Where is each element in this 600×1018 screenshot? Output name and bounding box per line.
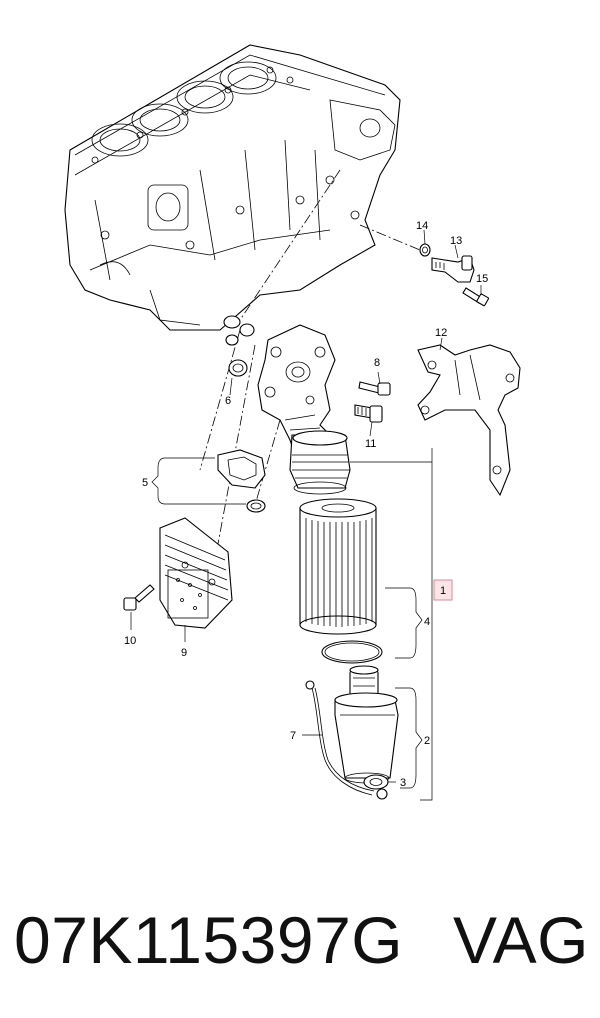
oil-filter-assembly-diagram: 1 2 3 4 5 6 7 8 9 10 11 12 13 14 15 xyxy=(64,44,521,801)
filter-cap-2 xyxy=(334,665,399,784)
seal-3 xyxy=(363,774,389,790)
part-caption: 07K115397G VAG xyxy=(14,895,589,985)
callout-4: 4 xyxy=(424,616,430,628)
callout-13: 13 xyxy=(450,235,462,247)
callout-1: 1 xyxy=(440,585,446,597)
callout-14: 14 xyxy=(416,220,428,232)
o-ring-14 xyxy=(419,243,431,257)
filter-element xyxy=(299,498,377,635)
drain-tube-7 xyxy=(305,680,388,800)
gasket-5 xyxy=(217,449,266,513)
oil-level-sensor-13 xyxy=(431,255,475,283)
bolt-10 xyxy=(123,584,155,611)
brand-name: VAG xyxy=(453,903,589,977)
callout-3: 3 xyxy=(400,777,406,789)
callout-15: 15 xyxy=(476,273,488,285)
callout-5: 5 xyxy=(142,477,148,489)
callout-8: 8 xyxy=(374,357,380,369)
callout-11: 11 xyxy=(365,438,376,450)
bolt-8 xyxy=(358,381,391,396)
callout-2: 2 xyxy=(424,735,430,747)
callout-9: 9 xyxy=(181,647,187,659)
callout-12: 12 xyxy=(435,327,447,339)
callout-1-highlight xyxy=(433,579,453,601)
callout-10: 10 xyxy=(124,635,136,647)
filter-o-ring xyxy=(321,640,383,664)
bracket-12 xyxy=(417,344,521,497)
oil-cooler-9 xyxy=(159,517,233,629)
filter-housing-top xyxy=(289,430,351,495)
callout-7: 7 xyxy=(290,730,296,742)
bolt-15 xyxy=(462,287,490,307)
seal-6 xyxy=(223,315,255,377)
callout-6: 6 xyxy=(225,395,231,407)
part-number: 07K115397G xyxy=(14,903,404,977)
oil-pressure-switch-11 xyxy=(354,404,383,423)
engine-block xyxy=(64,44,401,331)
